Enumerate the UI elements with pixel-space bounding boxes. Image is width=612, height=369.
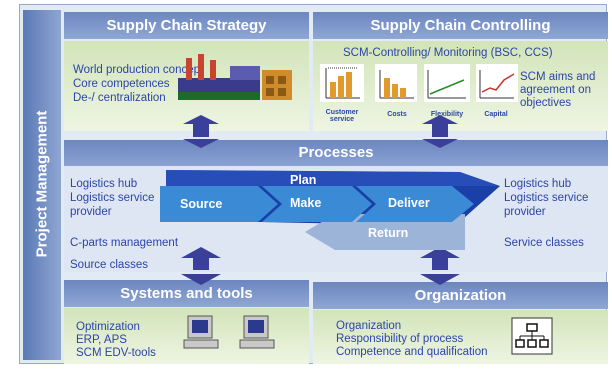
updown-arrow-top-right (422, 115, 458, 137)
organization-item-1: Organization (336, 320, 402, 332)
make-label: Make (290, 196, 322, 210)
source-arrow (160, 186, 278, 222)
strategy-item-2: Core competences (73, 78, 170, 90)
org-chart-icon (511, 317, 553, 355)
organization-panel (313, 310, 608, 364)
process-right-item-2: Logistics service provider (504, 192, 589, 218)
chart-label-capital: Capital (484, 111, 508, 118)
computer-icon (183, 315, 275, 349)
warehouse-icon (262, 70, 292, 100)
source-label: Source (180, 197, 223, 211)
updown-arrow-top-left (183, 115, 219, 137)
process-left-item-1: Logistics hub (70, 178, 138, 190)
deliver-arrow (356, 186, 474, 222)
organization-item-2: Responsibility of process (336, 333, 464, 345)
factory-icon (178, 54, 260, 100)
deliver-label: Deliver (388, 196, 430, 210)
mini-chart-flexibility (424, 64, 470, 102)
systems-header: Systems and tools (64, 280, 309, 307)
organization-header: Organization (313, 282, 608, 309)
process-right-item-1: Logistics hub (504, 178, 572, 190)
controlling-note: SCM aims and agreement on objectives (520, 71, 596, 109)
systems-item-2: ERP, APS (76, 334, 127, 346)
systems-item-3: SCM EDV-tools (76, 347, 156, 359)
controlling-header: Supply Chain Controlling (313, 12, 608, 39)
updown-arrows (181, 115, 460, 285)
process-left-item-2: Logistics service provider (70, 192, 155, 218)
return-label: Return (368, 226, 409, 240)
mini-chart-costs (375, 64, 417, 102)
organization-item-3: Competence and qualification (336, 346, 488, 358)
controlling-subtitle: SCM-Controlling/ Monitoring (BSC, CCS) (343, 47, 553, 59)
updown-arrow-bottom-left (181, 247, 221, 270)
chart-label-customer-service: Customer service (325, 109, 359, 123)
make-arrow (262, 186, 372, 222)
process-left-item-4: Source classes (70, 259, 148, 271)
return-arrow (305, 214, 465, 250)
updown-arrow-bottom-right (420, 247, 460, 270)
strategy-item-3: De-/ centralization (73, 92, 166, 104)
processes-header: Processes (64, 140, 608, 166)
mini-chart-customer-service (320, 64, 364, 102)
plan-label: Plan (290, 173, 317, 187)
mini-chart-capital (476, 64, 518, 102)
chart-label-costs: Costs (387, 111, 407, 118)
process-left-item-3: C-parts management (70, 237, 179, 249)
chart-label-flexibility: Flexibility (430, 111, 464, 118)
process-right-item-3: Service classes (504, 237, 584, 249)
project-management-bar (23, 10, 61, 360)
strategy-item-1: World production concept (73, 64, 204, 76)
systems-item-1: Optimization (76, 321, 140, 333)
strategy-header: Supply Chain Strategy (64, 12, 309, 39)
